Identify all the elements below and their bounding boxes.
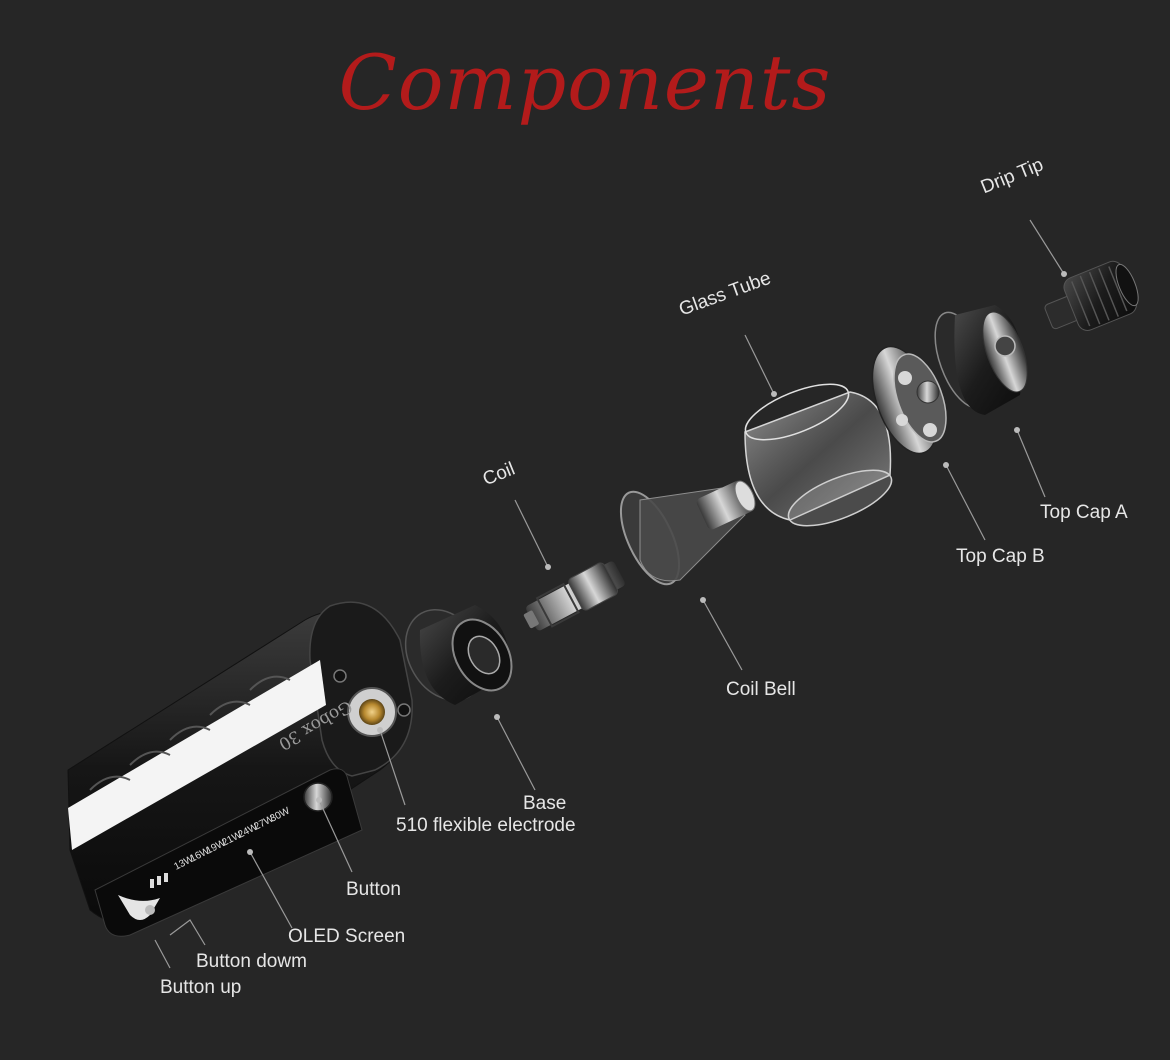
mod-front-panel [309,601,413,777]
mod-screw-top [333,669,347,683]
coil-bell-part [619,480,756,586]
base-part [404,605,513,705]
adjust-button-dot [145,905,155,915]
top-cap-a-part [934,305,1028,415]
mod-side-grooves [89,675,291,791]
label-button: Button [346,879,401,900]
mod-screen-panel [94,768,363,937]
top-cap-b-part [871,345,947,455]
label-button-up: Button up [160,977,242,998]
mod-screw-bottom [397,703,411,717]
coil-part [523,561,625,631]
glass-tube-part [744,383,893,527]
label-button-down: Button dowm [196,951,307,972]
page-title: Components [338,38,832,127]
label-510-electrode: 510 flexible electrode [396,815,576,836]
label-top-cap-b: Top Cap B [956,546,1045,567]
mod-white-stripe [68,660,326,850]
electrode-510-connector [359,699,385,725]
label-oled-screen: OLED Screen [288,926,406,947]
label-top-cap-a: Top Cap A [1040,502,1128,523]
battery-bars [150,873,168,888]
leader-lines [154,219,1067,969]
drip-tip-part [1044,260,1139,331]
label-base: Base [523,793,567,814]
fire-button [303,782,333,812]
label-coil-bell: Coil Bell [726,679,796,700]
